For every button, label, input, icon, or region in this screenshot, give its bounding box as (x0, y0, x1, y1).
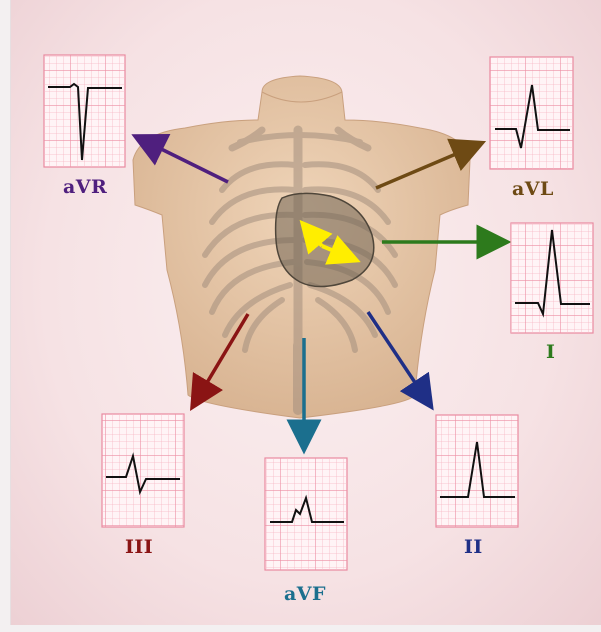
label-lead-iii: III (125, 536, 153, 558)
label-lead-i: I (546, 341, 555, 363)
label-lead-ii: II (464, 536, 483, 558)
ecg-panel-avl (490, 57, 573, 169)
ecg-panel-lead-ii (436, 415, 518, 527)
ecg-panel-lead-iii (102, 414, 184, 527)
ecg-panel-avf (265, 458, 347, 570)
ecg-panel-avr (44, 55, 125, 167)
label-avf: aVF (284, 583, 326, 605)
label-avl: aVL (512, 178, 554, 200)
ecg-panel-lead-i (511, 223, 593, 333)
label-avr: aVR (63, 176, 107, 198)
